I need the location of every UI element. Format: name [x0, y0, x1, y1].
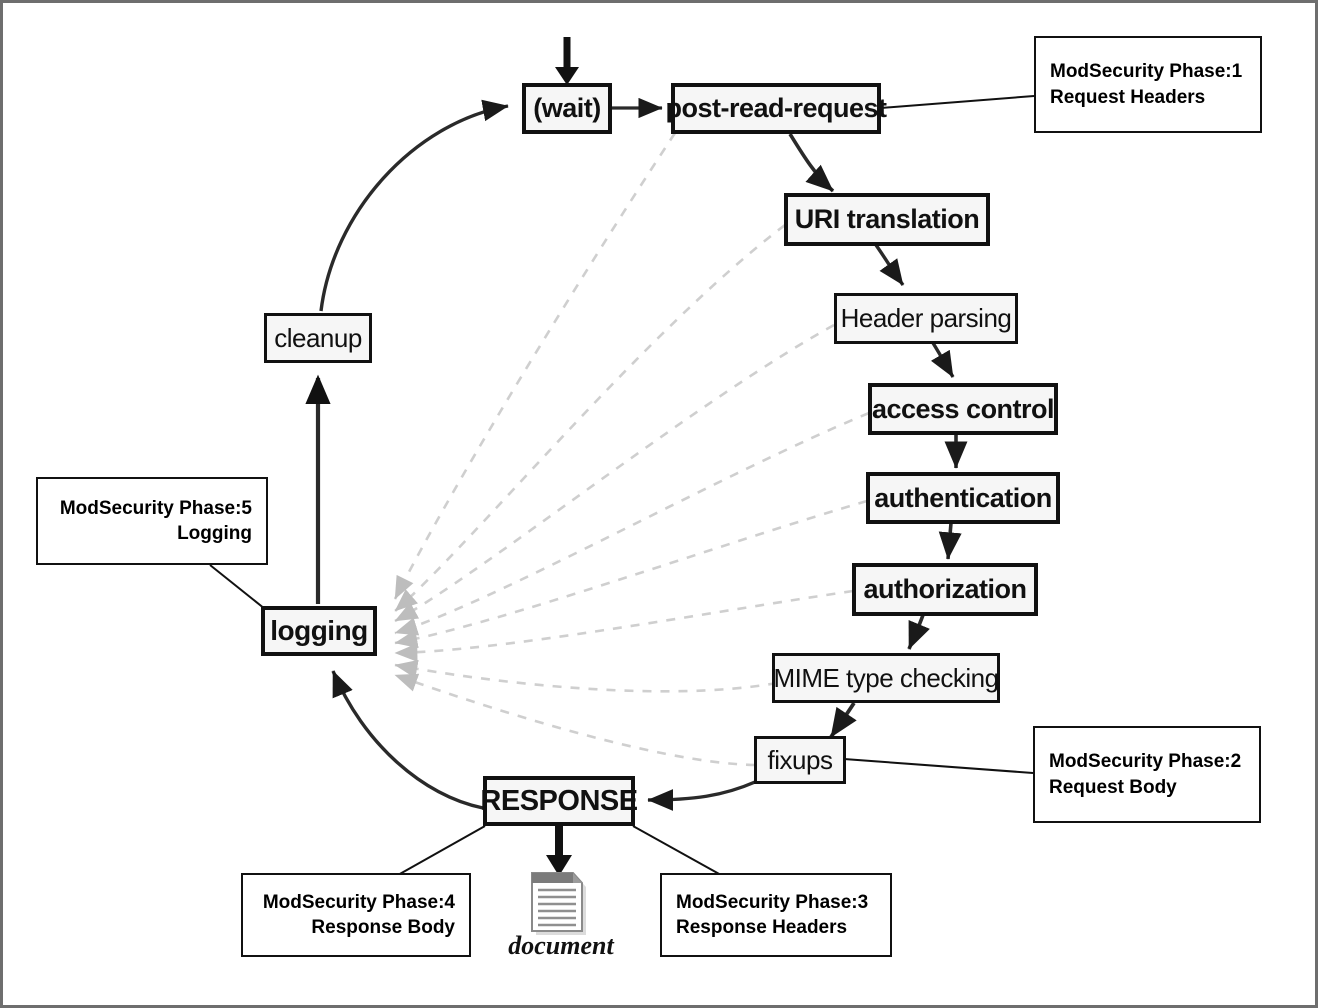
callout-phase3-line2: Response Headers [676, 917, 848, 938]
node-uri-translation[interactable]: URI translation [784, 193, 990, 246]
connector-layer [209, 37, 1035, 876]
node-header-parsing-label: Header parsing [840, 303, 1012, 333]
node-response-label: RESPONSE [480, 784, 638, 817]
node-post-read-request[interactable]: post-read-request [665, 83, 887, 134]
node-mime-type-checking-label: MIME type checking [773, 662, 999, 693]
arrow-cleanup-to-wait [319, 99, 509, 312]
callout-phase5-line2: Logging [177, 523, 252, 544]
arrow-response-to-logging [331, 670, 484, 810]
node-authorization-label: authorization [863, 574, 1028, 604]
callout-phase4: ModSecurity Phase:4 Response Body [241, 873, 471, 957]
callout-phase4-line2: Response Body [311, 917, 455, 938]
callout-phase3-line1: ModSecurity Phase:3 [676, 891, 869, 913]
callout-phase1: ModSecurity Phase:1 Request Headers [1034, 36, 1262, 133]
leader-phase4 [397, 825, 486, 876]
node-logging-label: logging [270, 615, 368, 646]
node-uri-translation-label: URI translation [794, 204, 980, 234]
node-wait[interactable]: (wait) [522, 83, 612, 134]
node-cleanup[interactable]: cleanup [264, 313, 372, 363]
node-fixups[interactable]: fixups [754, 736, 846, 784]
arrow-header-to-access [930, 342, 955, 378]
arrow-mime-to-fixups [829, 701, 857, 739]
callout-phase2-line1: ModSecurity Phase:2 [1049, 751, 1242, 773]
document-page-icon [531, 872, 586, 935]
arrow-response-to-document [546, 826, 572, 876]
callout-leader-lines [209, 95, 1035, 876]
arrow-fixups-to-response [647, 780, 756, 811]
node-header-parsing[interactable]: Header parsing [834, 293, 1018, 344]
callout-phase5-line1: ModSecurity Phase:5 [59, 497, 252, 519]
node-fixups-label: fixups [767, 744, 833, 775]
node-post-read-request-label: post-read-request [665, 93, 887, 123]
arrow-authn-to-authz [938, 522, 962, 560]
document-label: document [508, 931, 614, 960]
dashed-uri-to-logging [394, 223, 786, 612]
dashed-authz-to-logging [394, 589, 854, 662]
callout-phase2-line2: Request Body [1049, 776, 1177, 798]
node-access-control[interactable]: access control [868, 383, 1058, 435]
dashed-fixups-to-logging [394, 673, 756, 767]
dashed-header-to-logging [394, 323, 835, 623]
callout-phase4-line1: ModSecurity Phase:4 [262, 891, 455, 913]
dashed-mime-to-logging [394, 659, 778, 693]
leader-phase5 [209, 564, 266, 610]
node-wait-label: (wait) [533, 93, 601, 123]
node-cleanup-label: cleanup [274, 322, 362, 353]
arrow-entry [555, 37, 579, 85]
node-authentication-label: authentication [874, 482, 1052, 513]
callout-phase5: ModSecurity Phase:5 Logging [36, 477, 268, 565]
node-logging[interactable]: logging [261, 606, 377, 656]
dashed-access-to-logging [394, 411, 870, 636]
dashed-postread-to-logging [393, 132, 677, 600]
leader-phase2 [843, 758, 1034, 774]
callout-phase1-line2: Request Headers [1050, 86, 1206, 108]
arrow-uri-to-header [874, 244, 905, 286]
dashed-logging-arrows [393, 132, 870, 767]
node-authorization[interactable]: authorization [852, 563, 1038, 616]
arrow-postread-to-uri [788, 133, 835, 193]
node-authentication[interactable]: authentication [866, 472, 1060, 524]
leader-phase3 [632, 825, 722, 876]
callout-phase1-line1: ModSecurity Phase:1 [1050, 61, 1243, 83]
node-access-control-label: access control [871, 393, 1055, 424]
callout-phase3: ModSecurity Phase:3 Response Headers [660, 873, 892, 957]
node-response[interactable]: RESPONSE [480, 776, 638, 826]
leader-phase1 [880, 95, 1035, 109]
node-mime-type-checking[interactable]: MIME type checking [772, 653, 1000, 703]
callout-phase2: ModSecurity Phase:2 Request Body [1033, 726, 1261, 823]
dashed-authn-to-logging [394, 499, 868, 649]
arrow-authz-to-mime [907, 614, 930, 650]
